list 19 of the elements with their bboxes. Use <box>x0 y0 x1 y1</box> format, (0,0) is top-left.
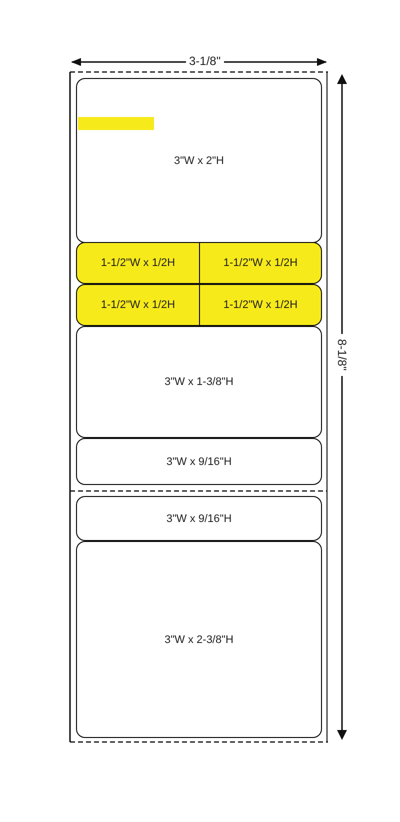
label-outline <box>76 78 322 243</box>
label-size-text: 1-1/2"W x 1/2H <box>223 257 298 269</box>
label-size-text: 3"W x 9/16"H <box>166 456 232 468</box>
label-size-text: 3"W x 9/16"H <box>166 512 232 524</box>
label-outline <box>76 284 200 326</box>
label-size-text: 1-1/2"W x 1/2H <box>100 299 176 311</box>
label-outline <box>76 438 322 485</box>
label-outline <box>76 242 200 284</box>
label-outline <box>199 242 322 284</box>
label-size-text: 3"W x 2-3/8"H <box>164 634 234 646</box>
label-size-text: 3"W x 2"H <box>174 154 224 166</box>
label-outline <box>76 326 322 438</box>
label-size-text: 1-1/2"W x 1/2H <box>100 257 176 269</box>
label-size-text: 1-1/2"W x 1/2H <box>223 299 298 311</box>
label-outline <box>76 541 322 738</box>
label-outline <box>76 496 322 541</box>
label-size-text: 3"W x 1-3/8"H <box>164 376 234 388</box>
label-outline <box>199 284 322 326</box>
dimension-label: 3-1/8" <box>186 54 224 68</box>
